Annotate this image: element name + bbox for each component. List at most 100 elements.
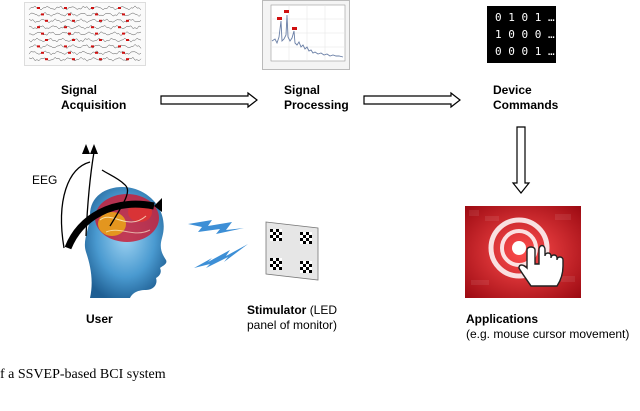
eeg-marker: [99, 58, 102, 61]
eeg-marker: [91, 45, 94, 48]
checkerboard-cell: [276, 261, 279, 264]
eeg-marker: [122, 51, 125, 54]
checkerboard-cell: [273, 235, 276, 238]
checkerboard-cell: [300, 241, 303, 244]
checkerboard-cell: [279, 267, 282, 270]
stimulus-lightning: [186, 218, 258, 274]
eeg-label: EEG: [32, 173, 58, 187]
checkerboard-cell: [309, 241, 312, 244]
user-label: User: [86, 312, 113, 326]
checkerboard-cell: [279, 261, 282, 264]
checkerboard-cell: [300, 270, 303, 273]
checkerboard-cell: [276, 238, 279, 241]
checkerboard-cell: [309, 270, 312, 273]
eeg-marker: [99, 19, 102, 22]
binary-line: 0 0 0 1 …: [495, 45, 555, 58]
figure-caption: f a SSVEP-based BCI system: [0, 367, 166, 382]
checkerboard-cell: [270, 232, 273, 235]
checkerboard-cell: [303, 264, 306, 267]
eeg-marker: [45, 58, 48, 61]
spectrum-plot-image: [262, 0, 350, 70]
checkerboard-cell: [300, 232, 303, 235]
stimulator-graphic: [265, 221, 319, 281]
eeg-marker: [41, 32, 44, 35]
checkerboard-cell: [303, 232, 306, 235]
eeg-marker: [41, 13, 44, 16]
binary-line: 1 0 0 0 …: [495, 28, 555, 41]
checkerboard-cell: [309, 235, 312, 238]
eeg-marker: [37, 7, 40, 9]
checkerboard-cell: [306, 270, 309, 273]
eeg-marker: [68, 51, 71, 54]
eeg-marker: [118, 45, 121, 48]
checkerboard-cell: [273, 258, 276, 261]
checkerboard-cell: [279, 235, 282, 238]
checkerboard-cell: [303, 235, 306, 238]
checkerboard-cell: [273, 267, 276, 270]
eeg-marker: [91, 7, 94, 9]
eeg-marker: [122, 32, 125, 35]
arrow-acquisition-to-processing: [160, 91, 258, 109]
device-commands-label: Device Commands: [493, 83, 559, 112]
checkerboard-cell: [306, 238, 309, 241]
brain-head-graphic: [60, 144, 167, 298]
eeg-signal-image: [24, 2, 146, 66]
lightning-bolt-icon: [194, 244, 248, 268]
eeg-marker: [37, 45, 40, 48]
checkerboard-cell: [276, 229, 279, 232]
eeg-marker: [91, 26, 94, 29]
binary-line: 0 1 0 1 …: [495, 11, 555, 24]
checkerboard-cell: [303, 267, 306, 270]
checkerboard-cell: [309, 238, 312, 241]
spectrum-graphic: [270, 4, 346, 62]
checkerboard-cell: [309, 264, 312, 267]
checkerboard-cell: [303, 241, 306, 244]
eeg-marker: [72, 58, 75, 61]
eeg-trace: [28, 44, 142, 49]
checkerboard-cell: [300, 264, 303, 267]
checkerboard-cell: [273, 232, 276, 235]
stimulator-label: Stimulator (LED panel of monitor): [247, 303, 338, 332]
eeg-marker: [72, 39, 75, 41]
lightning-bolt-icon: [188, 220, 244, 234]
checkerboard-cell: [276, 235, 279, 238]
checkerboard-cell: [273, 264, 276, 267]
checkerboard-cell: [276, 267, 279, 270]
checkerboard-cell: [303, 270, 306, 273]
checkerboard-cell: [270, 267, 273, 270]
eeg-marker: [126, 58, 129, 61]
arrow-commands-to-applications: [511, 126, 531, 194]
eeg-marker: [95, 32, 98, 35]
applications-label: Applications (e.g. mouse cursor movement…: [466, 312, 630, 341]
hand-cursor-icon: [518, 244, 564, 287]
checkerboard-cell: [303, 261, 306, 264]
checkerboard-cell: [270, 235, 273, 238]
eeg-trace: [28, 24, 142, 30]
application-cursor-image: [465, 206, 581, 298]
checkerboard-cell: [276, 258, 279, 261]
checkerboard-cell: [276, 232, 279, 235]
checkerboard-cell: [270, 258, 273, 261]
eeg-marker: [126, 39, 129, 41]
eeg-marker: [118, 7, 121, 9]
device-commands-binary: 0 1 0 1 … 1 0 0 0 … 0 0 0 1 …: [487, 6, 556, 63]
checkerboard-cell: [306, 232, 309, 235]
checkerboard-cell: [279, 232, 282, 235]
eeg-marker: [64, 7, 67, 9]
checkerboard-cell: [306, 267, 309, 270]
checkerboard-cell: [309, 261, 312, 264]
checkerboard-cell: [306, 235, 309, 238]
checkerboard-cell: [300, 267, 303, 270]
checkerboard-cell: [306, 261, 309, 264]
checkerboard-cell: [276, 264, 279, 267]
eeg-marker: [95, 13, 98, 16]
eeg-traces: [28, 5, 142, 62]
checkerboard-cell: [279, 258, 282, 261]
eeg-marker: [64, 45, 67, 48]
checkerboard-cell: [306, 241, 309, 244]
signal-acquisition-label: Signal Acquisition: [61, 83, 127, 112]
eeg-marker: [64, 26, 67, 29]
checkerboard-cell: [270, 261, 273, 264]
checkerboard-cell: [270, 264, 273, 267]
